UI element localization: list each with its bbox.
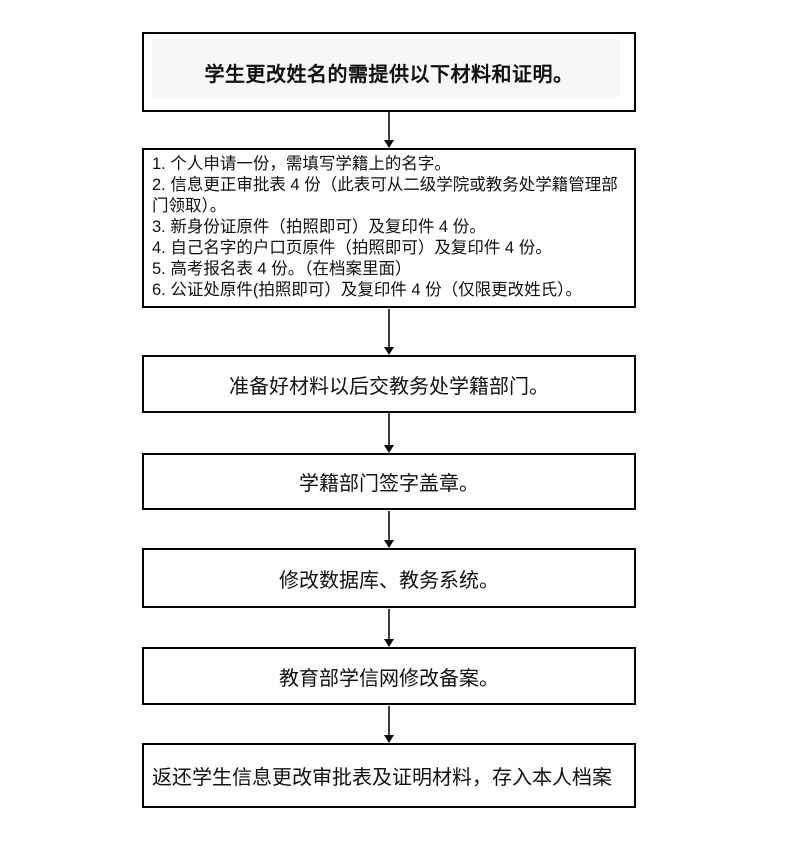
flowchart-title: 学生更改姓名的需提供以下材料和证明。 — [204, 61, 574, 86]
arrow-stem — [388, 609, 390, 640]
flow-box-return-archive: 返还学生信息更改审批表及证明材料，存入本人档案 — [142, 743, 636, 808]
flow-box-materials-list: 1. 个人申请一份，需填写学籍上的名字。 2. 信息更正审批表 4 份（此表可从… — [142, 148, 636, 308]
step-modify-db-label: 修改数据库、教务系统。 — [279, 569, 499, 592]
material-item-6: 6. 公证处原件(拍照即可）及复印件 4 份（仅限更改姓氏）。 — [152, 281, 582, 299]
material-item-2: 2. 信息更正审批表 4 份（此表可从二级学院或教务处学籍管理部门领取）。 — [152, 176, 618, 215]
arrow-stem — [388, 309, 390, 348]
material-item-4: 4. 自己名字的户口页原件（拍照即可）及复印件 4 份。 — [152, 239, 552, 257]
flow-box-sign-stamp: 学籍部门签字盖章。 — [142, 453, 636, 510]
material-item-3: 3. 新身份证原件（拍照即可）及复印件 4 份。 — [152, 218, 486, 236]
material-item-5: 5. 高考报名表 4 份。（在档案里面） — [152, 260, 412, 278]
flow-box-chsi-record: 教育部学信网修改备案。 — [142, 647, 636, 705]
arrow-stem — [388, 511, 390, 541]
flow-arrow-down-5 — [382, 609, 396, 647]
step-submit-label: 准备好材料以后交教务处学籍部门。 — [229, 375, 549, 398]
arrow-head-icon — [384, 639, 394, 647]
flow-box-modify-database: 修改数据库、教务系统。 — [142, 548, 636, 608]
flow-box-title: 学生更改姓名的需提供以下材料和证明。 — [142, 32, 636, 112]
flow-arrow-down-4 — [382, 511, 396, 548]
arrow-head-icon — [384, 445, 394, 453]
step-chsi-label: 教育部学信网修改备案。 — [279, 667, 499, 690]
flow-arrow-down-3 — [382, 413, 396, 453]
step-sign-label: 学籍部门签字盖章。 — [299, 473, 479, 495]
flow-arrow-down-2 — [382, 309, 396, 355]
arrow-stem — [388, 112, 390, 141]
arrow-head-icon — [384, 140, 394, 148]
arrow-head-icon — [384, 347, 394, 355]
flow-arrow-down-1 — [382, 112, 396, 148]
step-return-label: 返还学生信息更改审批表及证明材料，存入本人档案 — [152, 767, 612, 789]
arrow-stem — [388, 413, 390, 446]
arrow-stem — [388, 706, 390, 736]
arrow-head-icon — [384, 735, 394, 743]
scan-highlight-band — [152, 39, 620, 97]
flow-box-submit-materials: 准备好材料以后交教务处学籍部门。 — [142, 355, 636, 413]
material-item-1: 1. 个人申请一份，需填写学籍上的名字。 — [152, 155, 451, 173]
flow-arrow-down-6 — [382, 706, 396, 743]
arrow-head-icon — [384, 540, 394, 548]
